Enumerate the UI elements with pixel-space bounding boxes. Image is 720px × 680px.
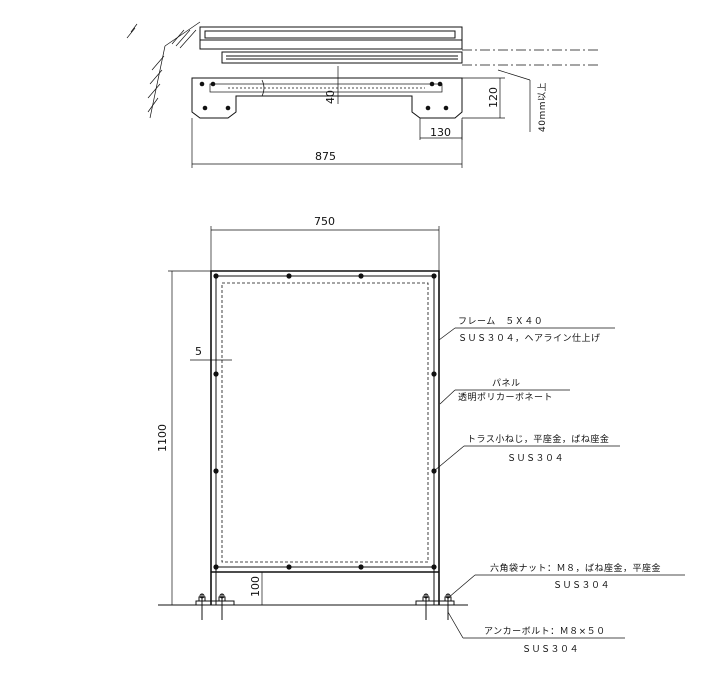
note-anchor-2: ＳＵＳ３０４ <box>522 645 579 655</box>
wall-hatch <box>126 21 201 119</box>
anchor-hole-tl <box>199 81 205 87</box>
front-view: 750 1100 5 <box>156 215 685 655</box>
anchor-right <box>415 593 455 620</box>
note-screw-2: ＳＵＳ３０４ <box>507 454 564 464</box>
frame-inner <box>215 275 435 605</box>
note-nut-2: ＳＵＳ３０４ <box>553 581 610 591</box>
polycarbonate-panel <box>221 282 429 563</box>
dim-1100: 1100 <box>156 424 169 452</box>
dim-40: 40 <box>324 90 337 104</box>
note-screw-1: トラス小ねじ，平座金，ばね座金 <box>467 433 609 445</box>
embed-depth-label: 40mm以上 <box>537 82 548 132</box>
dim-5: 5 <box>195 345 202 358</box>
note-panel-2: 透明ポリカーボネート <box>458 392 553 403</box>
note-anchor-1: アンカーボルト：Ｍ８×５０ <box>484 626 606 637</box>
panel-plan-outer <box>199 26 463 50</box>
note-panel-1: パネル <box>492 378 521 389</box>
note-frame-2: ＳＵＳ３０４，ヘアライン仕上げ <box>458 332 601 344</box>
anchor-left <box>195 593 235 620</box>
top-view: 40 120 40mm以上 130 875 <box>126 21 598 168</box>
frame-outer <box>210 270 440 605</box>
dim-875: 875 <box>315 150 336 163</box>
panel-plan-upper <box>204 30 456 39</box>
truss-screws <box>213 273 437 570</box>
break-mark <box>261 79 265 97</box>
dim-130: 130 <box>430 126 451 139</box>
dim-100: 100 <box>249 576 262 597</box>
note-frame-1: フレーム ５Ｘ４０ <box>458 316 543 327</box>
base-plate <box>191 77 463 119</box>
note-nut-1: 六角袋ナット：Ｍ８，ばね座金，平座金 <box>490 562 661 574</box>
panel-plan-frame <box>221 51 463 64</box>
base-rail <box>209 83 443 93</box>
dim-120: 120 <box>487 87 500 108</box>
dim-750: 750 <box>314 215 335 228</box>
